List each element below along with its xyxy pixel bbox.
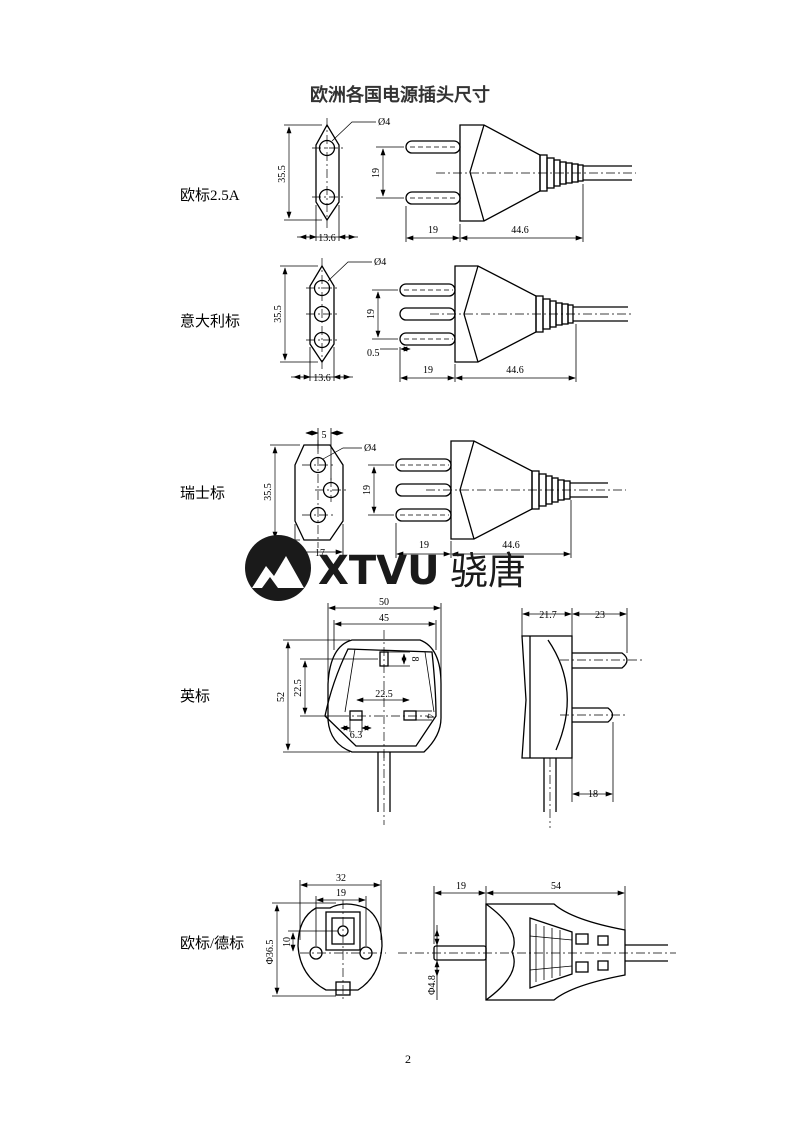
- uk-side-pin-bottom: 18: [588, 789, 598, 800]
- schuko-outer-width: 32: [336, 873, 346, 884]
- italy-side-view: 19 0.5 19 44.6: [366, 265, 632, 382]
- uk-height: 52: [276, 692, 287, 702]
- section-label-italy: 意大利标: [180, 312, 240, 330]
- uk-earth-w: 8: [409, 657, 420, 662]
- section-uk: 英标 50 45: [180, 597, 642, 828]
- swiss-front-view: 5 Ø4 35.5 17: [263, 428, 376, 559]
- section-schuko: 欧标/德标 32 19 Φ36.5: [180, 873, 676, 1001]
- section-swiss: 瑞士标 5 Ø4 35.5 17: [180, 428, 626, 559]
- section-label-uk: 英标: [180, 687, 210, 705]
- uk-pin-t: 6.3: [350, 730, 363, 741]
- italy-pin-length: 19: [423, 365, 433, 376]
- schuko-dia: Φ36.5: [265, 940, 276, 965]
- uk-front-view: 50 45 52 22.5 22.5 8 4: [276, 597, 442, 825]
- watermark-brand: XTVU: [318, 548, 440, 594]
- swiss-pin-spacing: 19: [362, 485, 373, 495]
- watermark-brand-cn: 骁唐: [450, 549, 526, 593]
- eu25a-front-view: Ø4 35.5 13.6: [277, 117, 390, 244]
- mountain-logo-icon: [245, 535, 311, 601]
- italy-height: 35.5: [273, 305, 284, 323]
- italy-offset: 0.5: [367, 348, 380, 359]
- swiss-body-length: 44.6: [502, 540, 520, 551]
- swiss-pin-length: 19: [419, 540, 429, 551]
- eu25a-body-length: 44.6: [511, 225, 529, 236]
- eu25a-height: 35.5: [277, 165, 288, 183]
- italy-front-view: Ø4 35.5 13.6: [273, 257, 386, 384]
- uk-outer-width: 50: [379, 597, 389, 608]
- italy-body-length: 44.6: [506, 365, 524, 376]
- eu25a-pin-length: 19: [428, 225, 438, 236]
- swiss-height: 35.5: [263, 483, 274, 501]
- page-title: 欧洲各国电源插头尺寸: [310, 84, 490, 106]
- uk-side-pin-len: 23: [595, 610, 605, 621]
- swiss-pin-dia: Ø4: [364, 443, 376, 454]
- uk-side-depth: 21.7: [539, 610, 557, 621]
- page-number: 2: [405, 1052, 411, 1066]
- swiss-side-view: 19 19 44.6: [362, 440, 626, 558]
- eu25a-width: 13.6: [318, 233, 336, 244]
- schuko-pin-length: 19: [456, 881, 466, 892]
- watermark: XTVU 骁唐: [245, 535, 526, 601]
- swiss-width: 17: [315, 548, 325, 559]
- uk-pin-pitch: 22.5: [375, 689, 393, 700]
- uk-side-view: 21.7 23 18: [521, 608, 642, 828]
- section-label-swiss: 瑞士标: [180, 485, 225, 502]
- uk-pin-w: 4: [424, 714, 435, 719]
- schuko-front-view: 32 19 Φ36.5 10: [265, 873, 386, 1000]
- italy-pin-spacing: 19: [366, 309, 377, 319]
- swiss-top-offset: 5: [322, 430, 327, 441]
- schuko-body-length: 54: [551, 881, 561, 892]
- section-italy: 意大利标 Ø4 35.5 13.6: [180, 257, 632, 384]
- eu25a-side-view: 19 19 44.6: [371, 124, 636, 242]
- italy-width: 13.6: [313, 373, 331, 384]
- uk-inner-width: 45: [379, 613, 389, 624]
- schuko-pin-pitch: 19: [336, 888, 346, 899]
- section-label-eu25a: 欧标2.5A: [180, 187, 240, 204]
- section-label-schuko: 欧标/德标: [180, 934, 244, 952]
- italy-pin-dia: Ø4: [374, 257, 386, 268]
- eu25a-pin-spacing: 19: [371, 168, 382, 178]
- section-eu25a: 欧标2.5A Ø4 35.5 13.6: [180, 117, 636, 244]
- schuko-clip: 10: [282, 937, 293, 947]
- schuko-side-view: 19 54 Φ4.8: [398, 881, 676, 1001]
- schuko-pin-dia: Φ4.8: [427, 975, 438, 995]
- uk-earth-offset: 22.5: [293, 679, 304, 697]
- eu25a-pin-dia: Ø4: [378, 117, 390, 128]
